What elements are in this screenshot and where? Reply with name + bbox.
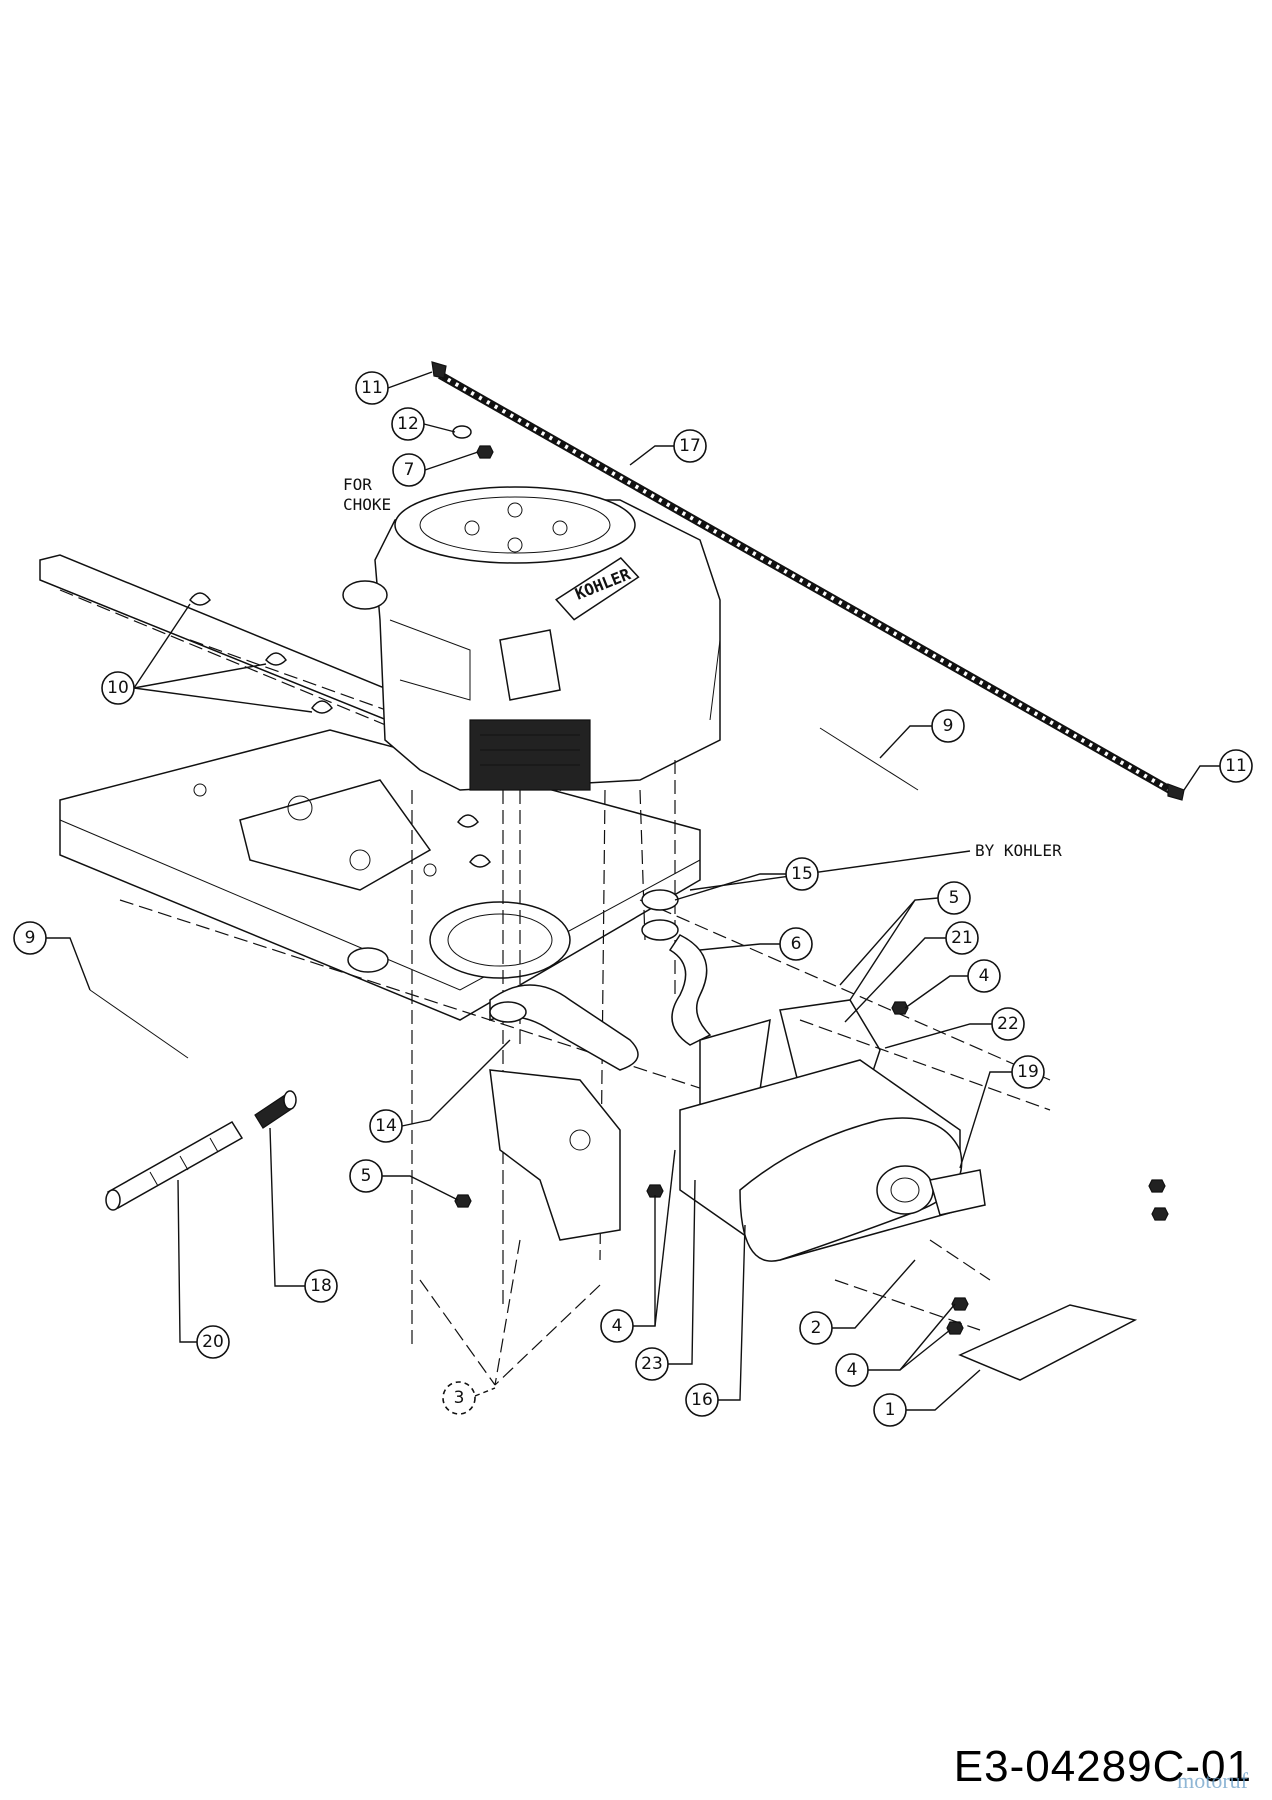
callout-7: 7 — [392, 451, 479, 487]
svg-text:1: 1 — [885, 1400, 896, 1420]
svg-text:17: 17 — [679, 436, 701, 456]
svg-text:22: 22 — [997, 1014, 1019, 1034]
callout-6: 6 — [699, 927, 813, 961]
svg-text:6: 6 — [791, 934, 802, 954]
guard-plate — [958, 1304, 1138, 1381]
svg-text:16: 16 — [691, 1390, 713, 1410]
exhaust-pipe-right — [641, 889, 712, 1046]
callout-20: 20 — [177, 1179, 230, 1359]
callout-11-right: 11 — [1183, 749, 1253, 791]
note-for-choke-1: FOR — [343, 475, 372, 494]
callout-16: 16 — [685, 1224, 746, 1417]
callout-23: 23 — [635, 1179, 696, 1381]
svg-text:18: 18 — [310, 1276, 332, 1296]
svg-text:10: 10 — [107, 678, 129, 698]
callout-9-right: 9 — [879, 709, 965, 759]
svg-text:9: 9 — [943, 716, 954, 736]
svg-text:15: 15 — [791, 864, 813, 884]
callout-18: 18 — [269, 1127, 338, 1303]
callout-5-left: 5 — [349, 1159, 459, 1201]
svg-text:7: 7 — [404, 460, 415, 480]
dash-lines-right — [799, 1019, 1051, 1331]
callout-9-left: 9 — [13, 921, 91, 991]
engine: KOHLER — [342, 486, 721, 791]
fasteners — [454, 1001, 1169, 1335]
svg-text:20: 20 — [202, 1332, 224, 1352]
svg-text:23: 23 — [641, 1354, 663, 1374]
svg-text:4: 4 — [979, 966, 990, 986]
callout-22: 22 — [884, 1007, 1025, 1049]
callout-3: 3 — [442, 1381, 496, 1415]
svg-text:3: 3 — [454, 1388, 465, 1408]
svg-text:4: 4 — [847, 1360, 858, 1380]
svg-text:9: 9 — [25, 928, 36, 948]
callout-14: 14 — [369, 1039, 511, 1143]
svg-text:5: 5 — [361, 1166, 372, 1186]
svg-text:4: 4 — [612, 1316, 623, 1336]
callout-5-right: 5 — [839, 881, 971, 1001]
muffler — [679, 1059, 986, 1262]
item-3-dashes — [419, 1239, 601, 1386]
svg-text:21: 21 — [951, 928, 973, 948]
callout-10: 10 — [101, 603, 313, 713]
callout-21: 21 — [844, 921, 979, 1023]
axle-tube — [105, 1120, 244, 1211]
svg-text:12: 12 — [397, 414, 419, 434]
svg-text:14: 14 — [375, 1116, 397, 1136]
svg-text:2: 2 — [811, 1318, 822, 1338]
svg-text:11: 11 — [1225, 756, 1247, 776]
callout-4-middle: 4 — [600, 1149, 676, 1343]
note-for-choke-2: CHOKE — [343, 495, 391, 514]
callout-17: 17 — [629, 429, 707, 466]
note-by-kohler: BY KOHLER — [975, 841, 1062, 860]
svg-text:5: 5 — [949, 888, 960, 908]
callout-4-lower: 4 — [835, 1303, 956, 1387]
callout-19: 19 — [959, 1055, 1045, 1169]
callout-12: 12 — [391, 407, 456, 441]
callout-11-top: 11 — [355, 371, 433, 405]
exhaust-pipe-left — [489, 984, 639, 1071]
muffler-bracket-left — [489, 1069, 621, 1241]
callout-1: 1 — [873, 1369, 981, 1427]
svg-text:11: 11 — [361, 378, 383, 398]
document-code: E3-04289C-01 — [953, 1742, 1252, 1791]
callout-15: 15 — [674, 857, 819, 901]
callout-2: 2 — [799, 1259, 916, 1345]
callout-4-upper: 4 — [904, 959, 1001, 1009]
grommet — [254, 1090, 297, 1129]
cable-ties — [89, 727, 919, 1059]
watermark-logo: motoruf — [1177, 1768, 1248, 1793]
choke-cable — [431, 361, 1185, 801]
svg-text:19: 19 — [1017, 1062, 1039, 1082]
cable-clamps — [189, 592, 491, 868]
